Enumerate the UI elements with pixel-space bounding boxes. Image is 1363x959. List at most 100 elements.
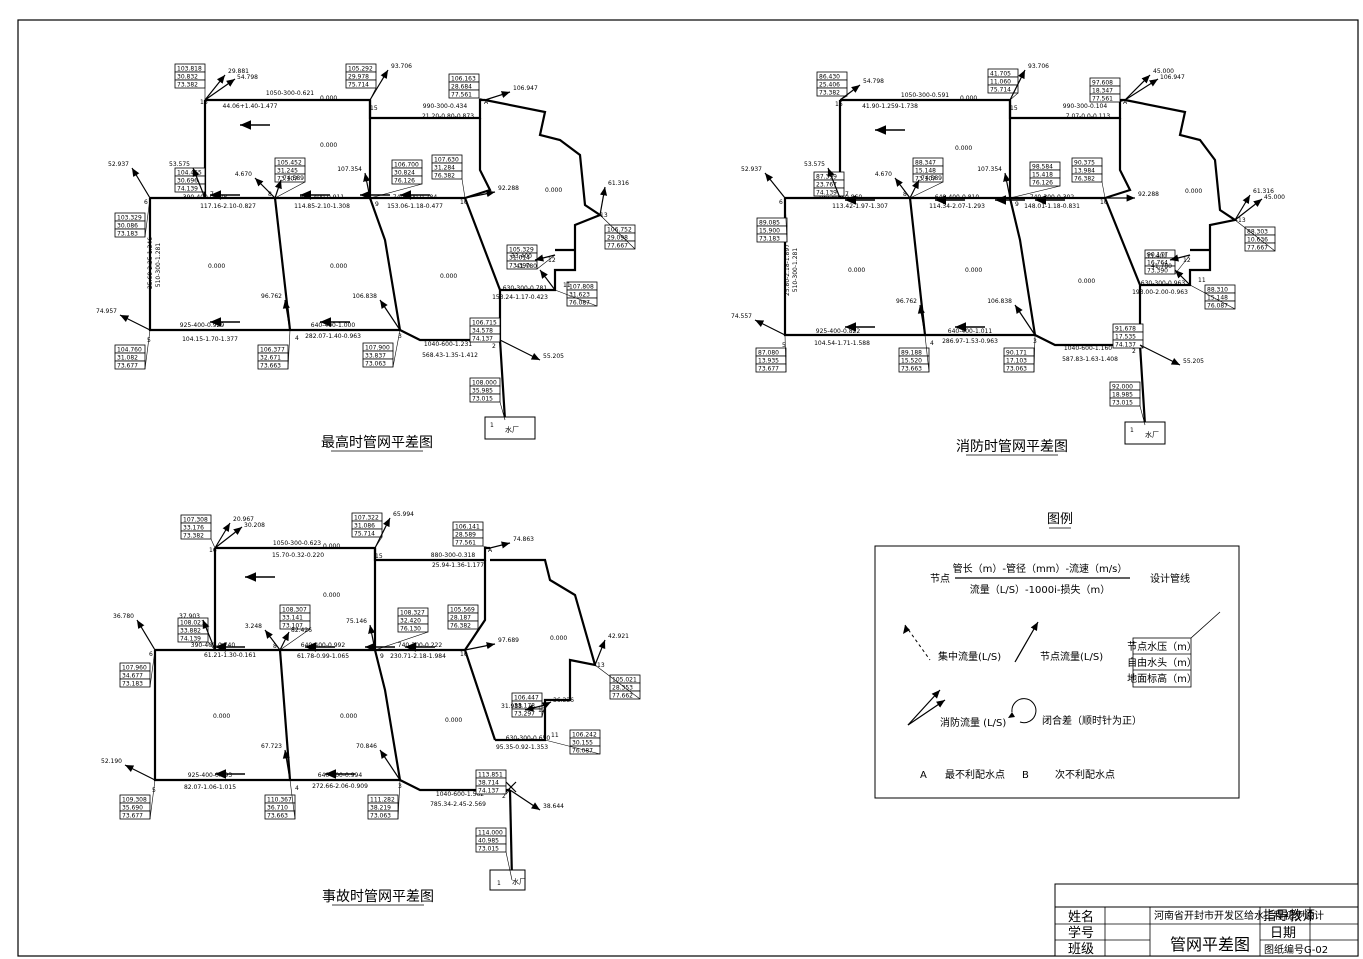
node-box-value: 114.000 xyxy=(478,830,503,837)
node-id: 6 xyxy=(149,651,153,658)
node-box-value: 11.060 xyxy=(990,79,1011,86)
pipe-label: 193.00-2.00-0.963 xyxy=(1132,289,1188,296)
node-box-value: 30.086 xyxy=(117,223,138,230)
node-flow-arrow-icon xyxy=(539,269,556,291)
node-box-value: 74.137 xyxy=(1115,342,1136,349)
concentrated-flow-arrow-icon xyxy=(904,624,931,661)
node-box-value: 106.141 xyxy=(455,524,480,531)
node-box-value: 91.678 xyxy=(1115,326,1136,333)
node-id: 12 xyxy=(538,707,546,714)
node-box-value: 109.308 xyxy=(122,797,147,804)
node-box-value: 73.382 xyxy=(183,533,204,540)
node-flow-value: 3.248 xyxy=(245,623,262,630)
node-id: 1 xyxy=(1130,427,1134,434)
node-box-value: 86.430 xyxy=(819,74,840,81)
node-box-value: 106.447 xyxy=(514,695,539,702)
node-id: 10 xyxy=(460,651,468,658)
node-flow-arrow-icon xyxy=(917,304,926,336)
node-box-value: 28.589 xyxy=(455,532,476,539)
pipe-label: 272.66-2.06-0.909 xyxy=(312,783,368,790)
node-box-value: 76.087 xyxy=(1207,303,1228,310)
title-block-id-label: 学号 xyxy=(1068,925,1094,941)
pipe-label: 587.83-1.63-1.408 xyxy=(1062,356,1118,363)
node-box-value: 77.561 xyxy=(455,540,476,547)
node-flow-value: 96.762 xyxy=(261,293,282,300)
node-flow-value-secondary: 36.336 xyxy=(553,697,574,704)
node-box-value: 77.561 xyxy=(451,92,472,99)
node-box-value: 107.322 xyxy=(354,515,379,522)
node-flow-arrow-icon xyxy=(464,642,496,651)
loop-closure-value: 0.000 xyxy=(848,267,865,274)
node-box-value: 77.662 xyxy=(612,693,633,700)
node-flow-value: 106.838 xyxy=(987,298,1012,305)
node-id: 5 xyxy=(782,342,786,349)
node-box-value: 73.183 xyxy=(759,236,780,243)
node-flow-arrow-icon xyxy=(202,619,216,651)
node-box-value: 74.137 xyxy=(478,788,499,795)
title-block: 姓名 学号 班级 河南省开封市开发区给水工程初步设计 管网平差图 指导教师 日期… xyxy=(1054,883,1359,957)
pipe-label: 1050-300-0.621 xyxy=(266,90,314,97)
node-box-value: 33.882 xyxy=(180,628,201,635)
legend-node-box-head: 自由水头（m） xyxy=(1127,656,1197,669)
node-box-value: 108.021 xyxy=(180,620,205,627)
node-box-value: 30.155 xyxy=(572,740,593,747)
node-flow-value-secondary: 74.589 xyxy=(283,175,304,182)
pipe-label: 640-400-0.911 xyxy=(300,194,345,201)
pipe-label: 21.20-0.80-0.873 xyxy=(422,113,474,120)
node-box-value: 104.760 xyxy=(117,347,142,354)
node-box-value: 15.148 xyxy=(1207,295,1228,302)
node-flow-arrow-icon xyxy=(131,167,151,199)
pipe-label: 61.21-1.30-0.161 xyxy=(204,652,256,659)
node-box-value: 90.171 xyxy=(1006,350,1027,357)
node-id: 12 xyxy=(1183,257,1191,264)
node-box-value: 28.353 xyxy=(612,685,633,692)
node-box-value: 74.139 xyxy=(816,190,837,197)
pipe-label: 95.35-0.92-1.353 xyxy=(496,744,548,751)
node-box-value: 76.126 xyxy=(1032,180,1053,187)
title-block-advisor-label: 指导教师 xyxy=(1263,908,1315,924)
pipe-label: 640-400-0.992 xyxy=(301,642,346,649)
node-flow-arrow-icon xyxy=(136,619,156,651)
node-flow-arrow-icon xyxy=(1124,74,1151,101)
pipe-label: 114.34-2.07-1.293 xyxy=(929,203,985,210)
pipe-label: 640-400-1.000 xyxy=(311,322,356,329)
node-box-value: 30.696 xyxy=(177,178,198,185)
node-flow-arrow-icon xyxy=(369,69,389,101)
pipe-label: 568.43-1.35-1.412 xyxy=(422,352,478,359)
node-id: 9 xyxy=(380,653,384,660)
node-flow-arrow-icon xyxy=(119,314,151,331)
pipe-label: 785.34-2.45-2.569 xyxy=(430,801,486,808)
node-id: 11 xyxy=(551,732,559,739)
node-box-value: 76.126 xyxy=(394,178,415,185)
node-box-value: 77.667 xyxy=(1247,245,1268,252)
node-id: 8 xyxy=(903,191,907,198)
node-box-value: 105.569 xyxy=(450,607,475,614)
legend: 图例 节点 管长（m）-管径（mm）-流速（m/s） 流量（L/S）-1000i… xyxy=(874,512,1240,799)
node-box-value: 108.307 xyxy=(282,607,307,614)
sheet-frame xyxy=(17,19,1359,957)
node-id: A xyxy=(488,547,493,554)
node-box-value: 73.107 xyxy=(282,623,303,630)
node-flow-value: 4.670 xyxy=(875,171,892,178)
loop-closure-value: 0.000 xyxy=(960,95,977,102)
pipe-label: 104.54-1.71-1.588 xyxy=(814,340,870,347)
node-box-value: 108.327 xyxy=(400,610,425,617)
node-flow-value-secondary: 30.208 xyxy=(244,522,265,529)
node-flow-value: 55.205 xyxy=(543,353,564,360)
loop-closure-value: 0.000 xyxy=(320,142,337,149)
